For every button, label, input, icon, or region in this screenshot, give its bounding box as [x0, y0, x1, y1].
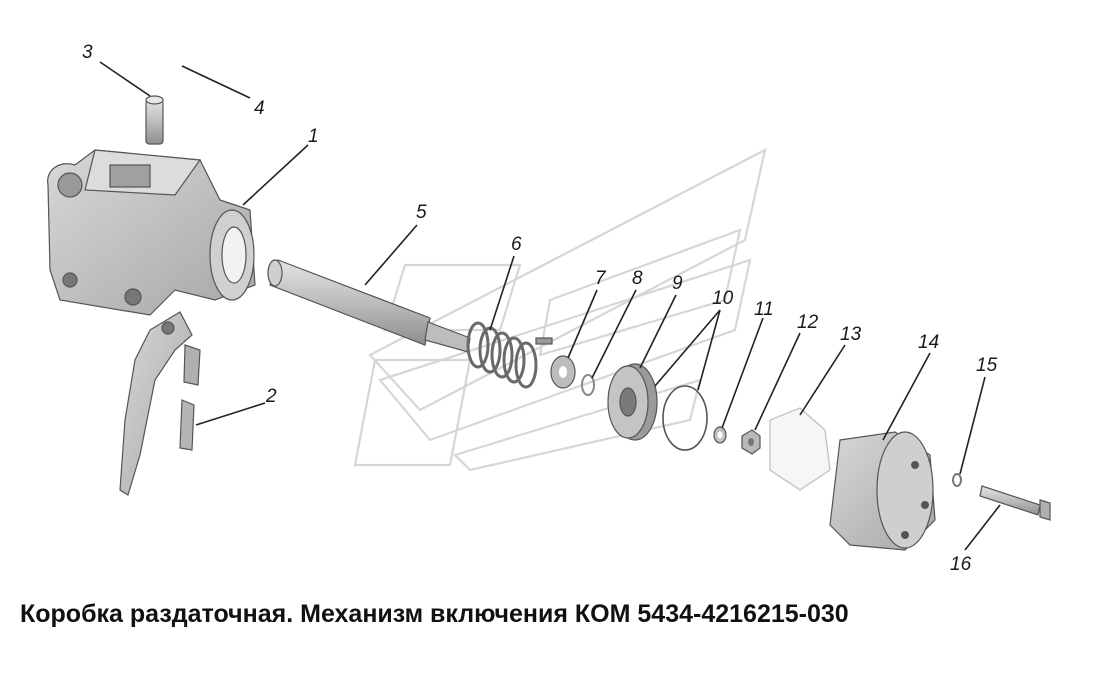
- callout-3: 3: [82, 42, 93, 63]
- callout-13: 13: [840, 324, 862, 345]
- callout-11: 11: [754, 299, 774, 320]
- leader-lines: [99, 61, 1001, 551]
- callout-1: 1: [308, 126, 319, 147]
- ring-part: [581, 374, 595, 396]
- watermark-logo: [353, 147, 767, 472]
- gasket-part: [769, 407, 831, 491]
- cover-part: [829, 431, 936, 551]
- shaft-part: [267, 259, 471, 353]
- callout-2: 2: [265, 386, 277, 407]
- callout-8: 8: [632, 268, 643, 289]
- housing-part: [47, 149, 256, 316]
- callout-4: 4: [254, 98, 265, 119]
- callout-9: 9: [672, 273, 683, 294]
- callout-7: 7: [595, 268, 607, 289]
- callout-10: 10: [712, 288, 734, 309]
- spring-part: [466, 321, 538, 389]
- callout-16: 16: [950, 554, 972, 575]
- callout-14: 14: [918, 332, 939, 353]
- lock-washer-part: [952, 473, 962, 487]
- small-washer-part: [713, 426, 727, 444]
- callout-labels: 1 2 3 4 5 6 7 8 9 10 11 12 13 14 15 16: [82, 42, 998, 575]
- nut-part: [741, 429, 761, 455]
- pin-part: [145, 95, 164, 145]
- bolt-part: [979, 485, 1051, 521]
- callout-6: 6: [511, 234, 522, 255]
- washer-part: [550, 355, 576, 389]
- exploded-parts-diagram: 1 2 3 4 5 6 7 8 9 10 11 12 13 14 15 16: [47, 42, 1051, 575]
- piston-part: [607, 363, 658, 441]
- callout-12: 12: [797, 312, 819, 333]
- lever-part: [119, 311, 201, 496]
- small-pin-part: [535, 337, 553, 345]
- callout-5: 5: [416, 202, 427, 223]
- callout-15: 15: [976, 355, 998, 376]
- diagram-caption: Коробка раздаточная. Механизм включения …: [20, 600, 849, 628]
- o-ring-part: [662, 385, 708, 451]
